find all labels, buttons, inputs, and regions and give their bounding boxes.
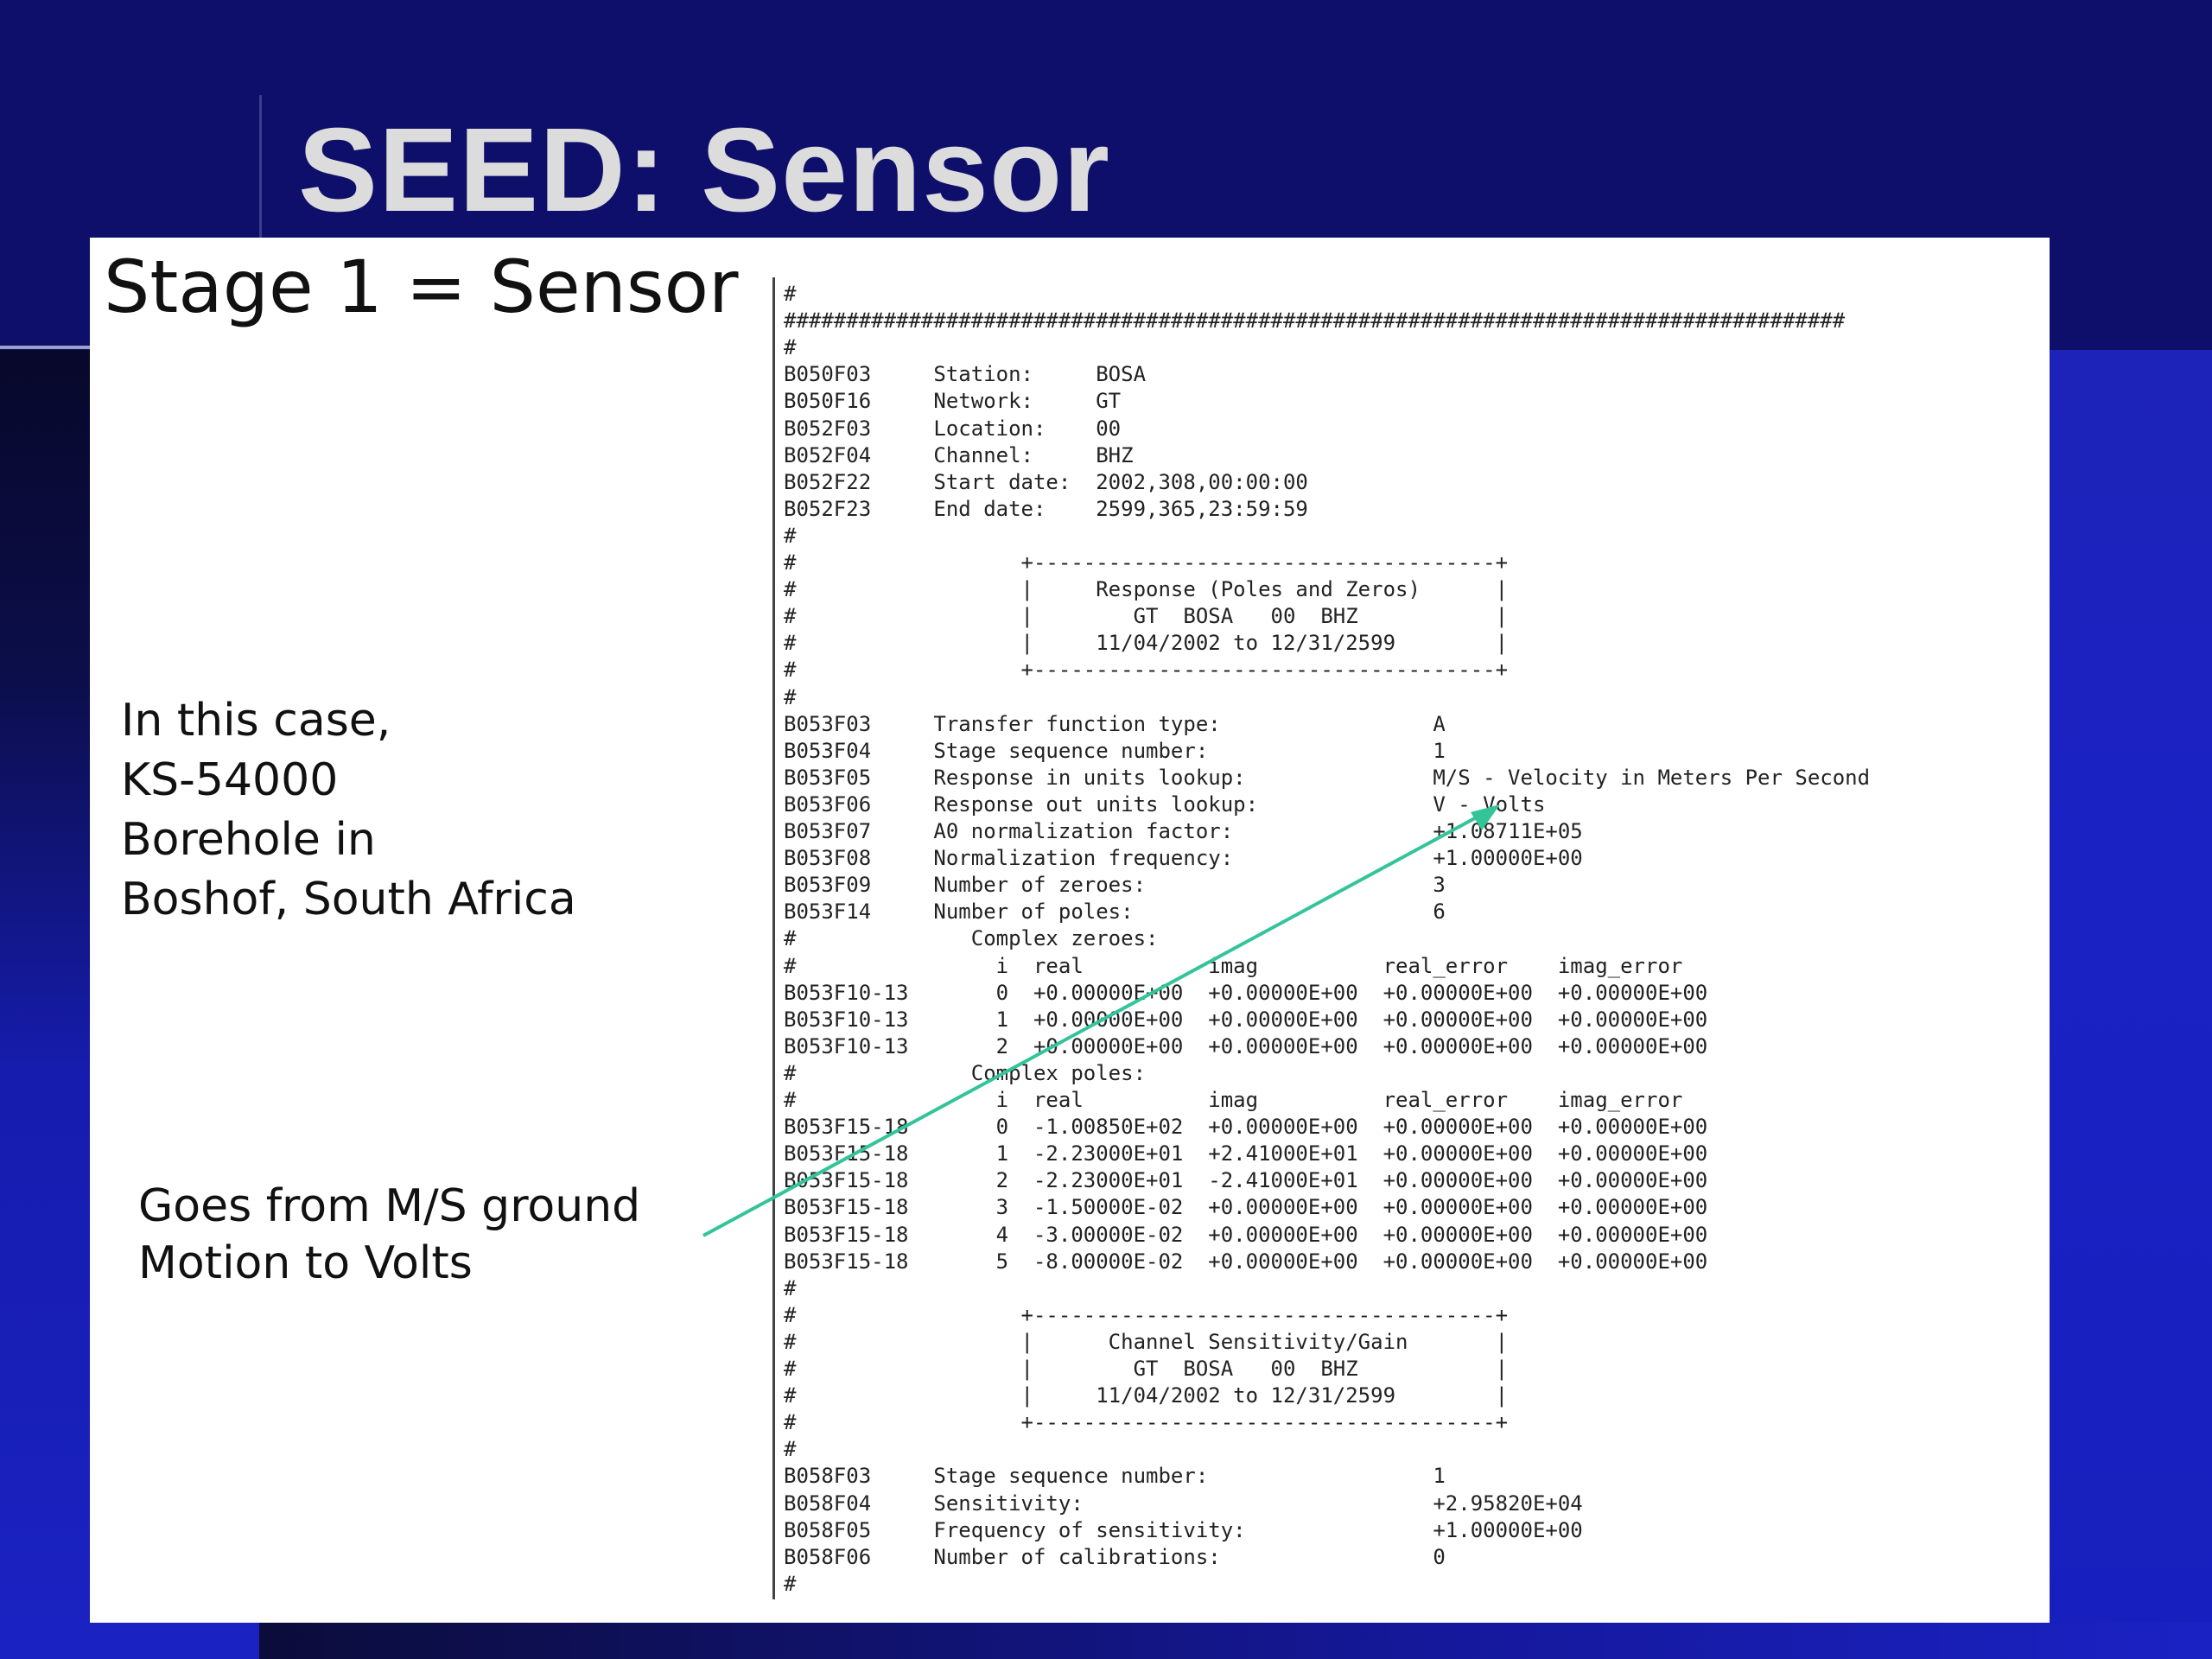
background-bottom-strip (259, 1623, 2212, 1659)
listing-line: B053F03 Transfer function type: A (784, 711, 1446, 736)
listing-line: B053F10-13 2 +0.00000E+00 +0.00000E+00 +… (784, 1033, 1708, 1058)
slide-title: SEED: Sensor (298, 104, 1110, 237)
listing-line: # | Response (Poles and Zeros) | (784, 577, 1509, 602)
case-line: KS-54000 (121, 754, 339, 806)
title-divider (259, 95, 262, 240)
case-line: Boshof, South Africa (121, 874, 576, 925)
listing-line: B053F15-18 3 -1.50000E-02 +0.00000E+00 +… (784, 1195, 1708, 1220)
listing-line: B053F15-18 5 -8.00000E-02 +0.00000E+00 +… (784, 1249, 1708, 1274)
listing-line: # +-------------------------------------… (784, 658, 1509, 683)
listing-line: # (784, 1571, 797, 1596)
listing-line: # | 11/04/2002 to 12/31/2599 | (784, 1383, 1509, 1408)
listing-line: B053F15-18 2 -2.23000E+01 -2.41000E+01 +… (784, 1168, 1708, 1193)
listing-line: B053F10-13 0 +0.00000E+00 +0.00000E+00 +… (784, 980, 1708, 1005)
listing-line: # | 11/04/2002 to 12/31/2599 | (784, 631, 1509, 656)
listing-line: # (784, 1437, 797, 1462)
listing-line: B052F03 Location: 00 (784, 416, 1122, 441)
listing-line: B053F14 Number of poles: 6 (784, 899, 1446, 925)
listing-line: # (784, 523, 797, 548)
listing-line: B052F22 Start date: 2002,308,00:00:00 (784, 469, 1308, 494)
annotation-arrow (702, 804, 1500, 1237)
seed-response-listing: ########################################… (784, 238, 2045, 1623)
listing-line: B053F10-13 1 +0.00000E+00 +0.00000E+00 +… (784, 1007, 1708, 1032)
listing-line: B052F23 End date: 2599,365,23:59:59 (784, 496, 1308, 521)
listing-line: # i real imag real_error imag_error (784, 953, 1683, 978)
listing-line: B052F04 Channel: BHZ (784, 442, 1134, 467)
listing-line: # (784, 1275, 797, 1300)
listing-line: # | GT BOSA 00 BHZ | (784, 604, 1509, 629)
listing-line: B053F04 Stage sequence number: 1 (784, 738, 1446, 763)
listing-line: B053F08 Normalization frequency: +1.0000… (784, 846, 1583, 871)
listing-line: # | Channel Sensitivity/Gain | (784, 1329, 1509, 1354)
listing-line: B053F06 Response out units lookup: V - V… (784, 791, 1546, 817)
case-line: In this case, (121, 695, 391, 747)
listing-line: # i real imag real_error imag_error (784, 1088, 1683, 1112)
listing-line: # +-------------------------------------… (784, 550, 1509, 575)
listing-line: B058F03 Stage sequence number: 1 (784, 1464, 1446, 1489)
listing-line: ########################################… (784, 308, 1846, 334)
listing-line: B050F16 Network: GT (784, 389, 1122, 414)
listing-line: # Complex zeroes: (784, 926, 1159, 951)
listing-line: B053F15-18 1 -2.23000E+01 +2.41000E+01 +… (784, 1141, 1708, 1166)
listing-line: # (784, 335, 797, 360)
listing-line: # (784, 684, 797, 709)
listing-line: B050F03 Station: BOSA (784, 362, 1147, 387)
content-panel: Stage 1 = Sensor In this case, KS-54000 … (90, 238, 2050, 1623)
listing-line: B053F09 Number of zeroes: 3 (784, 873, 1446, 898)
arrow-line (702, 806, 1495, 1237)
listing-line: # +-------------------------------------… (784, 1302, 1509, 1327)
listing-line: B053F05 Response in units lookup: M/S - … (784, 765, 1871, 790)
listing-line: B053F15-18 4 -3.00000E-02 +0.00000E+00 +… (784, 1222, 1708, 1247)
arrow-head (1471, 804, 1500, 830)
listing-line: B053F07 A0 normalization factor: +1.0871… (784, 819, 1583, 843)
arrow-caption-line: Goes from M/S ground (138, 1180, 641, 1232)
case-line: Borehole in (121, 814, 376, 866)
listing-line: # +-------------------------------------… (784, 1410, 1509, 1435)
listing-line: B058F06 Number of calibrations: 0 (784, 1544, 1446, 1569)
listing-line: # (784, 282, 797, 306)
listing-line: B058F05 Frequency of sensitivity: +1.000… (784, 1517, 1583, 1542)
left-accent-rule (0, 346, 92, 349)
listing-divider (772, 277, 775, 1599)
stage-heading: Stage 1 = Sensor (104, 245, 739, 329)
arrow-caption-line: Motion to Volts (138, 1237, 473, 1289)
arrow-caption: Goes from M/S ground Motion to Volts (138, 1178, 640, 1292)
case-description: In this case, KS-54000 Borehole in Bosho… (121, 691, 576, 930)
listing-line: # | GT BOSA 00 BHZ | (784, 1357, 1509, 1381)
listing-line: B058F04 Sensitivity: +2.95820E+04 (784, 1491, 1583, 1516)
